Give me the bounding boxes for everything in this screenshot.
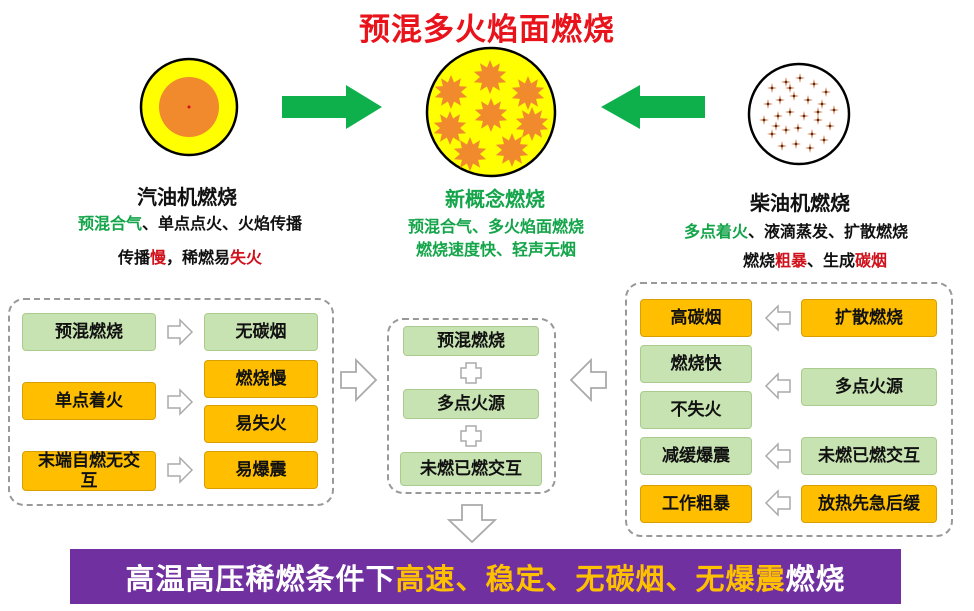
droplet-dot-icon: [797, 127, 799, 129]
flame-star-icon: [511, 76, 545, 110]
droplet-dot-icon: [763, 119, 765, 121]
right-caption-line2: 燃烧粗暴、生成碳烟: [715, 247, 915, 271]
new-concept-multi-flame-icon: [425, 46, 557, 178]
flame-star-icon: [453, 137, 487, 171]
right-unburned-interact-box: 未燃已燃交互: [801, 437, 937, 475]
droplet-dot-icon: [817, 111, 819, 113]
right-l1-run: 、液滴蒸发、扩散燃烧: [748, 222, 909, 241]
left-caption-line2: 传播慢，稀燃易失火: [80, 244, 300, 268]
droplet-dot-icon: [811, 133, 813, 135]
banner-part1: 高温高压稀燃条件下: [125, 561, 396, 596]
droplet-dot-icon: [803, 115, 805, 117]
right-l1-run: 多点着火: [683, 222, 748, 241]
left-caption-line1: 预混合气、单点点火、火焰传播: [40, 210, 340, 234]
right-rough-box: 工作粗暴: [640, 485, 752, 523]
left-no-soot-box: 无碳烟: [204, 313, 318, 351]
flame-star-icon: [434, 75, 468, 109]
center-caption-line1: 预混合气、多火焰面燃烧: [407, 217, 584, 236]
center-group-frame: [387, 318, 556, 494]
right-no-misfire-box: 不失火: [640, 391, 752, 429]
droplet-dot-icon: [817, 119, 819, 121]
diesel-droplet-ignition-icon: [747, 62, 851, 166]
center-multi-ignition-box: 多点火源: [403, 389, 539, 419]
right-caption-title: 柴油机燃烧: [750, 191, 850, 215]
droplet-dot-icon: [789, 87, 791, 89]
flame-star-icon: [515, 107, 549, 141]
droplet-dot-icon: [821, 103, 823, 105]
left-single-ignition-box: 单点着火: [22, 382, 156, 420]
center-caption-title: 新概念燃烧: [445, 187, 545, 211]
droplet-dot-icon: [809, 147, 811, 149]
conclusion-banner: 高温高压稀燃条件下高速、稳定、无碳烟、无爆震燃烧: [70, 549, 901, 604]
droplet-dot-icon: [771, 133, 773, 135]
droplet-dot-icon: [775, 125, 777, 127]
center-caption-line2: 燃烧速度快、轻声无烟: [415, 240, 576, 259]
center-premix-box: 预混燃烧: [403, 326, 539, 356]
left-caption-title: 汽油机燃烧: [137, 185, 237, 209]
droplet-dot-icon: [795, 143, 797, 145]
right-group-frame: [625, 282, 953, 537]
droplet-dot-icon: [823, 139, 825, 141]
flame-star-icon: [474, 98, 508, 132]
left-l1-run: 、单点点火、火焰传播: [142, 214, 303, 233]
left-l2-run: ，稀燃易: [166, 248, 231, 267]
left-knock-box: 易爆震: [204, 451, 318, 489]
droplet-dot-icon: [781, 145, 783, 147]
left-group-frame: [8, 298, 334, 506]
droplet-dot-icon: [833, 109, 835, 111]
droplet-dot-icon: [799, 77, 801, 79]
flame-star-icon: [433, 111, 467, 145]
right-l2-run: 、生成: [807, 251, 856, 270]
left-l2-run: 失火: [230, 248, 263, 267]
green-arrow-right-icon: [282, 85, 382, 129]
left-l1-run: 预混合气: [77, 214, 142, 233]
droplet-dot-icon: [779, 99, 781, 101]
droplet-dot-icon: [807, 99, 809, 101]
droplet-dot-icon: [825, 91, 827, 93]
left-misfire-box: 易失火: [204, 405, 318, 443]
right-high-soot-box: 高碳烟: [640, 299, 752, 337]
right-heat-release-box: 放热先急后缓: [801, 485, 937, 523]
droplet-dot-icon: [793, 95, 795, 97]
left-premix-box: 预混燃烧: [22, 313, 156, 351]
right-multi-ignition-box: 多点火源: [801, 368, 937, 406]
flame-star-icon: [495, 133, 529, 167]
droplet-dot-icon: [829, 125, 831, 127]
center-unburned-interact-box: 未燃已燃交互: [400, 452, 542, 486]
left-l2-run: 传播: [117, 248, 150, 267]
droplet-dot-icon: [771, 87, 773, 89]
green-arrow-left-icon: [601, 85, 705, 129]
droplet-dot-icon: [789, 111, 791, 113]
droplet-dot-icon: [785, 81, 787, 83]
right-l2-run: 粗暴: [774, 251, 807, 270]
right-reduce-knock-box: 减缓爆震: [640, 437, 752, 475]
flame-star-icon: [473, 60, 507, 94]
right-caption-line1: 多点着火、液滴蒸发、扩散燃烧: [655, 218, 937, 242]
page-title: 预混多火焰面燃烧: [359, 12, 615, 48]
left-end-autoignition-box: 末端自燃无交互: [22, 451, 156, 491]
droplet-dot-icon: [813, 83, 815, 85]
right-diffusion-box: 扩散燃烧: [801, 299, 937, 337]
droplet-dot-icon: [785, 129, 787, 131]
right-l2-run: 碳烟: [855, 251, 888, 270]
left-l2-run: 慢: [149, 248, 166, 267]
droplet-dot-icon: [777, 115, 779, 117]
banner-highlight: 高速、稳定、无碳烟、无爆震: [395, 561, 786, 596]
right-fast-burn-box: 燃烧快: [640, 345, 752, 383]
left-slow-burn-box: 燃烧慢: [204, 360, 318, 398]
banner-part3: 燃烧: [785, 561, 846, 596]
droplet-dot-icon: [767, 103, 769, 105]
gasoline-flame-icon: [139, 57, 239, 157]
right-l2-run: 燃烧: [742, 251, 775, 270]
